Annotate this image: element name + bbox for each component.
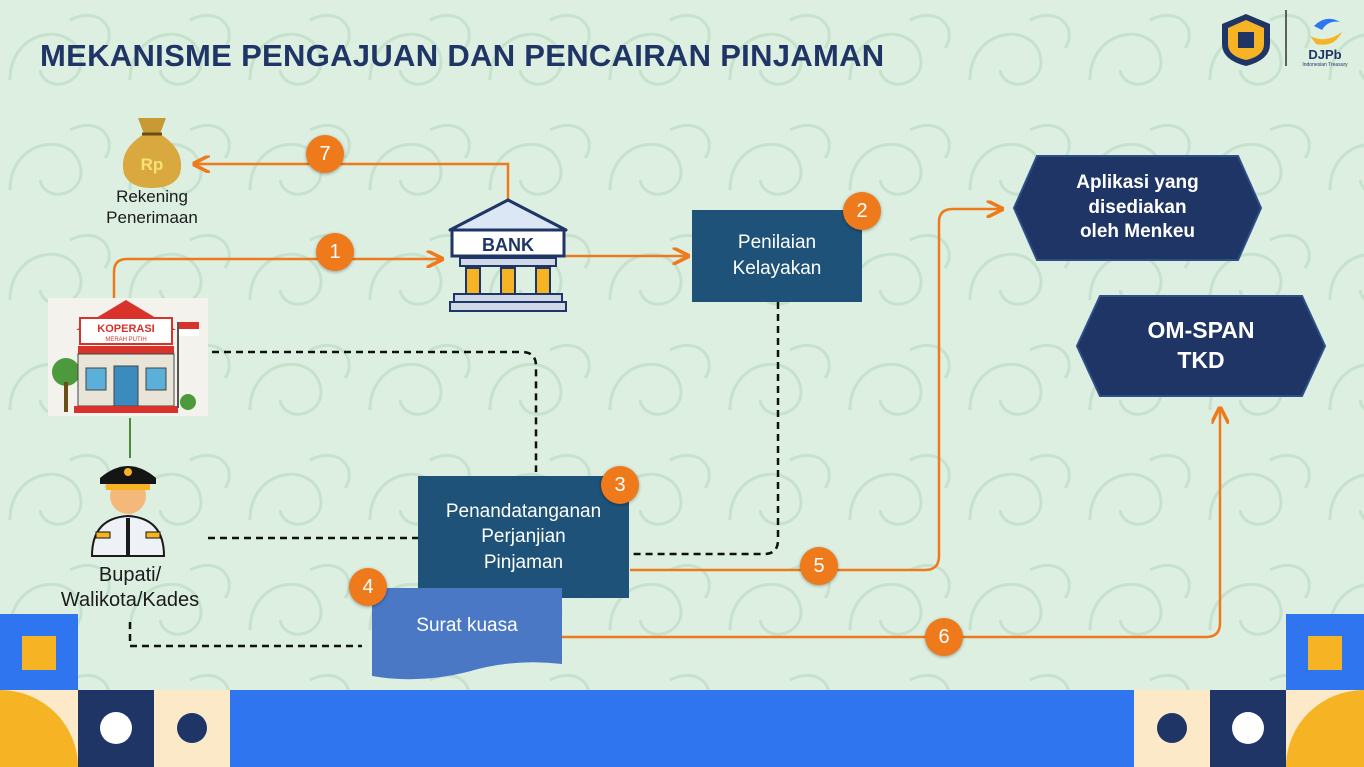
bupati-label-line2: Walikota/Kades <box>60 589 200 611</box>
step-1-badge: 1 <box>316 233 354 271</box>
djpb-text: DJPb <box>1308 47 1341 62</box>
omspan-hexagon-shape <box>1075 295 1327 397</box>
koperasi-building-icon: KOPERASI MERAH PUTIH <box>48 298 208 416</box>
dashed-bupati-to-surat <box>128 622 362 648</box>
penilaian-line2: Kelayakan <box>732 258 822 279</box>
step-3-badge: 3 <box>601 466 639 504</box>
penilaian-line1: Penilaian <box>737 232 817 254</box>
arrow-step-7 <box>194 164 510 202</box>
rekening-label-line1: Rekening <box>116 187 188 206</box>
perjanjian-box-shape <box>418 476 629 598</box>
djpb-logo: DJPb Indonesian Treasury <box>1302 18 1348 68</box>
penandatanganan-line1: Penandatanganan <box>445 500 602 522</box>
omspan-line2: TKD <box>1177 347 1225 373</box>
bupati-label: Bupati/ Walikota/Kades <box>40 563 220 613</box>
djpb-subtext: Indonesian Treasury <box>1302 62 1348 68</box>
aplikasi-line2: disediakan <box>1088 196 1187 218</box>
omspan-hexagon: OM-SPAN TKD <box>1077 296 1325 396</box>
arrow-step-5 <box>630 209 1002 572</box>
step-2-badge: 2 <box>843 192 881 230</box>
page-title: MEKANISME PENGAJUAN DAN PENCAIRAN PINJAM… <box>40 38 885 73</box>
bank-text: BANK <box>482 235 534 255</box>
step-5-badge: 5 <box>800 547 838 585</box>
penandatanganan-box: Penandatanganan Perjanjian Pinjaman <box>418 476 629 598</box>
penandatanganan-line2: Perjanjian <box>481 526 566 548</box>
rekening-penerimaan-label: Rekening Penerimaan <box>92 186 212 229</box>
kemenkeu-logo <box>1222 14 1270 66</box>
official-person-icon <box>90 466 166 557</box>
aplikasi-line3: oleh Menkeu <box>1079 221 1196 243</box>
koperasi-sign-text: KOPERASI <box>97 323 154 335</box>
aplikasi-line1: Aplikasi yang <box>1076 171 1199 193</box>
bottom-decoration <box>0 614 1364 767</box>
surat-kuasa-box: Surat kuasa <box>372 600 562 652</box>
surat-kuasa-label: Surat kuasa <box>416 615 518 637</box>
omspan-line1: OM-SPAN <box>1147 317 1255 344</box>
bupati-label-line1: Bupati/ <box>98 564 162 586</box>
penilaian-kelayakan-box: Penilaian Kelayakan <box>692 210 862 302</box>
money-bag-icon: Rp <box>122 118 182 188</box>
penandatanganan-line3: Pinjaman <box>483 551 564 573</box>
surat-kuasa-shape <box>372 588 562 680</box>
penilaian-box-shape <box>692 210 862 302</box>
step-4-badge: 4 <box>349 568 387 606</box>
arrow-step-1 <box>112 259 442 298</box>
aplikasi-hexagon-shape <box>1012 155 1263 261</box>
money-bag-text: Rp <box>141 155 164 174</box>
koperasi-sign-subtext: MERAH PUTIH <box>105 337 146 343</box>
rekening-label-line2: Penerimaan <box>106 208 198 228</box>
step-7-badge: 7 <box>306 135 344 173</box>
bank-icon: BANK <box>448 198 568 312</box>
step-6-badge: 6 <box>925 618 963 656</box>
aplikasi-hexagon: Aplikasi yang disediakan oleh Menkeu <box>1014 156 1261 260</box>
arrow-step-6 <box>562 408 1220 639</box>
